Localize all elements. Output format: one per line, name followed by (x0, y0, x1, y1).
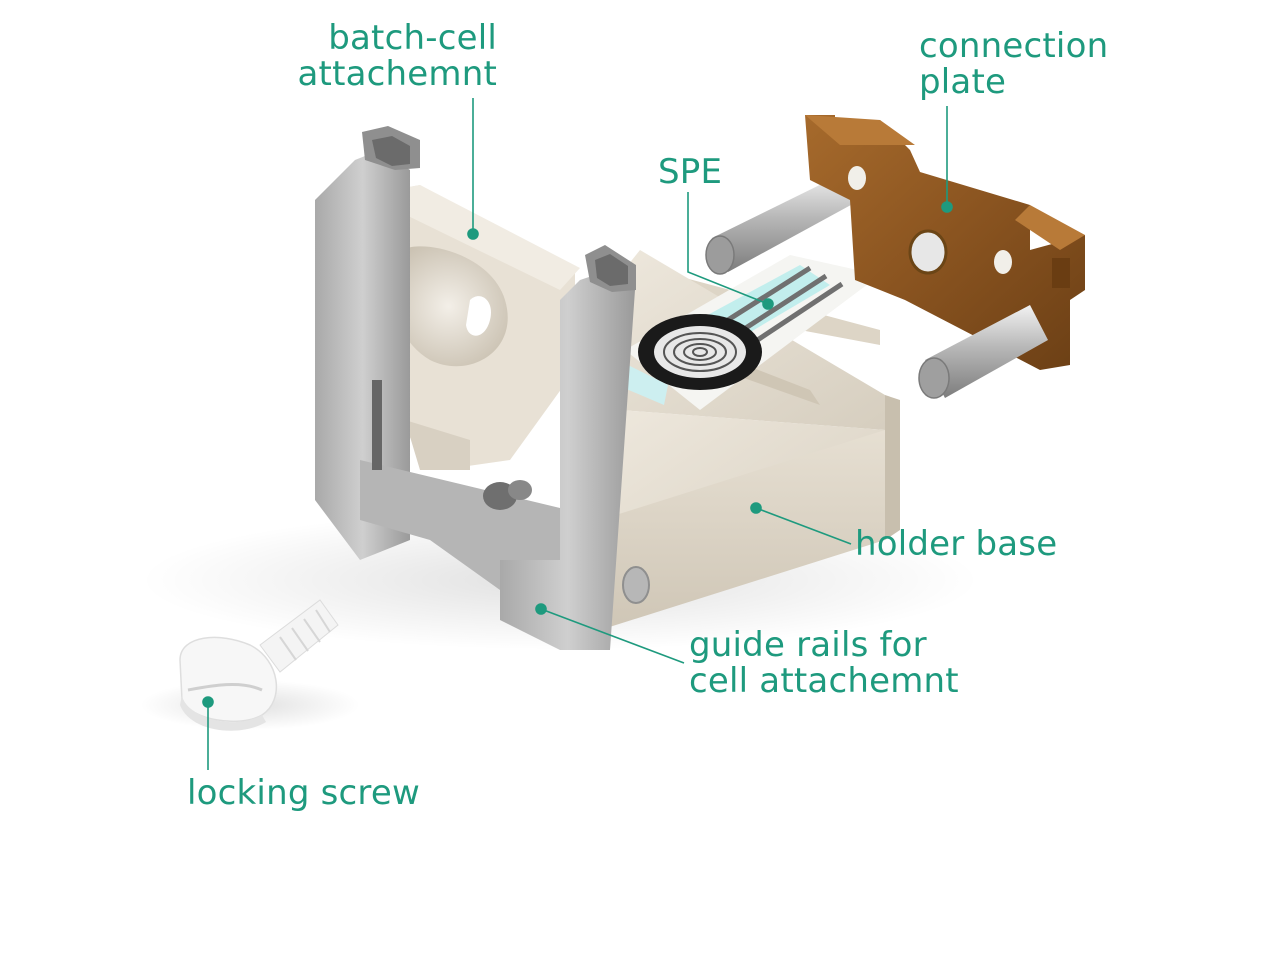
label-batch-cell-line1: batch-cell (328, 18, 497, 58)
leader-guide-rails (540, 608, 685, 664)
dot-spe (762, 298, 774, 310)
leader-lines (202, 98, 953, 770)
spe-electrode-part (624, 255, 880, 410)
label-batch-cell-line2: attachemnt (297, 54, 497, 94)
connection-plate-part (705, 115, 1085, 399)
label-connection-plate: connection plate (919, 28, 1108, 100)
label-connection-plate-line2: plate (919, 62, 1007, 102)
dot-guide-rails (535, 603, 547, 615)
dot-holder-base (750, 502, 762, 514)
label-spe-line1: SPE (658, 152, 723, 192)
label-locking-screw-line1: locking screw (187, 773, 420, 813)
label-batch-cell-attachment: batch-cell attachemnt (270, 20, 497, 92)
leader-spe (687, 192, 769, 305)
leader-holder-base (755, 507, 852, 545)
label-locking-screw: locking screw (187, 775, 420, 811)
dot-connection-plate (941, 201, 953, 213)
label-guide-rails-line2: cell attachemnt (689, 661, 959, 701)
label-guide-rails: guide rails for cell attachemnt (689, 627, 959, 699)
label-connection-plate-line1: connection (919, 26, 1109, 66)
dot-locking-screw (202, 696, 214, 708)
label-guide-rails-line1: guide rails for (689, 625, 927, 665)
dot-batch-cell (467, 228, 479, 240)
label-holder-base: holder base (855, 526, 1057, 562)
guide-rails-part (315, 126, 636, 650)
label-holder-base-line1: holder base (855, 524, 1058, 564)
locking-screw-part (179, 599, 339, 731)
label-spe: SPE (658, 154, 722, 190)
